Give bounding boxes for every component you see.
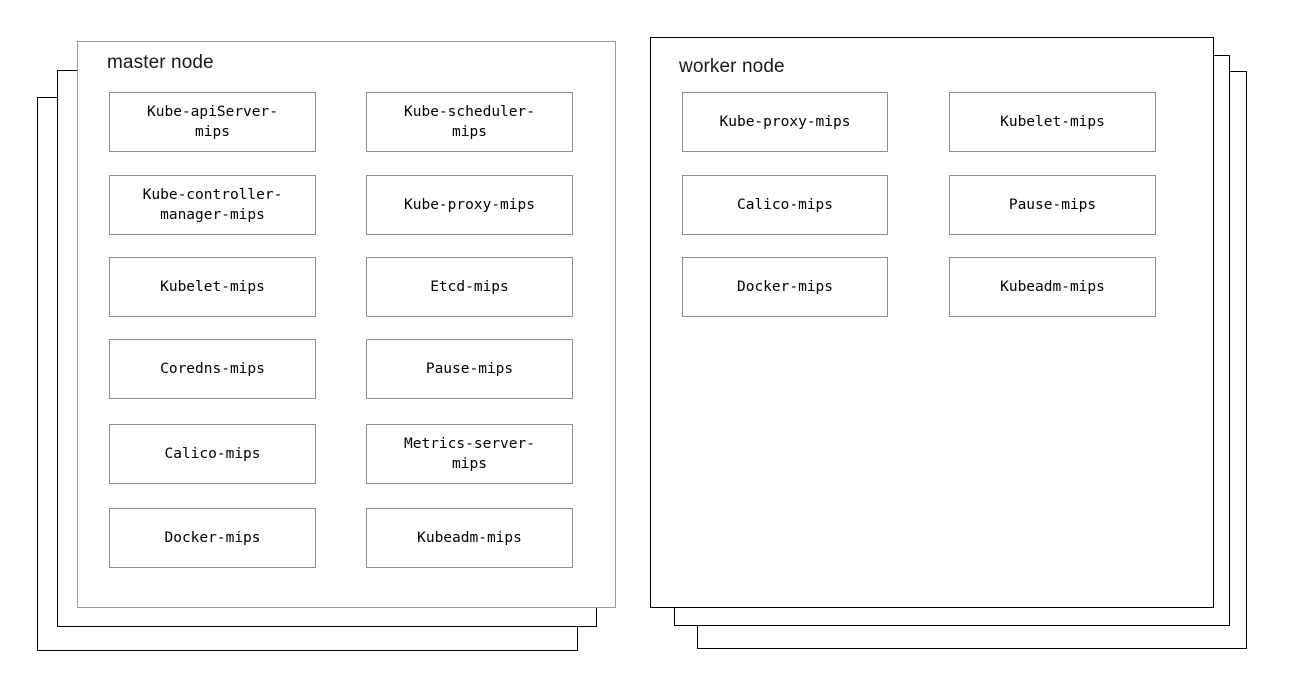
component-label: Docker-mips [164, 530, 261, 546]
component-box[interactable]: Docker-mips [109, 508, 316, 568]
worker-node-title: worker node [679, 56, 785, 77]
component-label: Kube-proxy-mips [719, 114, 851, 130]
component-label: Pause-mips [425, 361, 514, 377]
component-label: Kube-apiServer- mips [147, 104, 278, 140]
component-box[interactable]: Etcd-mips [366, 257, 573, 317]
component-label: Kube-controller- manager-mips [142, 187, 283, 223]
component-box[interactable]: Kube-controller- manager-mips [109, 175, 316, 235]
master-node-title: master node [107, 52, 214, 73]
component-label: Metrics-server- mips [404, 436, 535, 472]
component-label: Docker-mips [736, 279, 834, 295]
component-label: Pause-mips [1008, 197, 1097, 213]
component-label: Calico-mips [736, 197, 834, 213]
component-box[interactable]: Docker-mips [682, 257, 888, 317]
component-box[interactable]: Pause-mips [949, 175, 1156, 235]
component-label: Kubeadm-mips [417, 530, 522, 546]
component-label: Etcd-mips [430, 279, 509, 295]
component-box[interactable]: Kube-apiServer- mips [109, 92, 316, 152]
component-box[interactable]: Kube-proxy-mips [366, 175, 573, 235]
component-label: Calico-mips [164, 446, 261, 462]
component-box[interactable]: Calico-mips [682, 175, 888, 235]
component-label: Kubeadm-mips [1000, 279, 1105, 295]
component-label: Coredns-mips [160, 361, 265, 377]
component-label: Kube-proxy-mips [404, 197, 535, 213]
component-box[interactable]: Kube-scheduler- mips [366, 92, 573, 152]
component-box[interactable]: Metrics-server- mips [366, 424, 573, 484]
component-label: Kube-scheduler- mips [404, 104, 535, 140]
component-box[interactable]: Kubeadm-mips [366, 508, 573, 568]
component-box[interactable]: Kubelet-mips [949, 92, 1156, 152]
component-box[interactable]: Coredns-mips [109, 339, 316, 399]
component-box[interactable]: Kubelet-mips [109, 257, 316, 317]
component-label: Kubelet-mips [160, 279, 265, 295]
component-box[interactable]: Calico-mips [109, 424, 316, 484]
component-box[interactable]: Kubeadm-mips [949, 257, 1156, 317]
component-box[interactable]: Pause-mips [366, 339, 573, 399]
component-label: Kubelet-mips [1000, 114, 1105, 130]
component-box[interactable]: Kube-proxy-mips [682, 92, 888, 152]
